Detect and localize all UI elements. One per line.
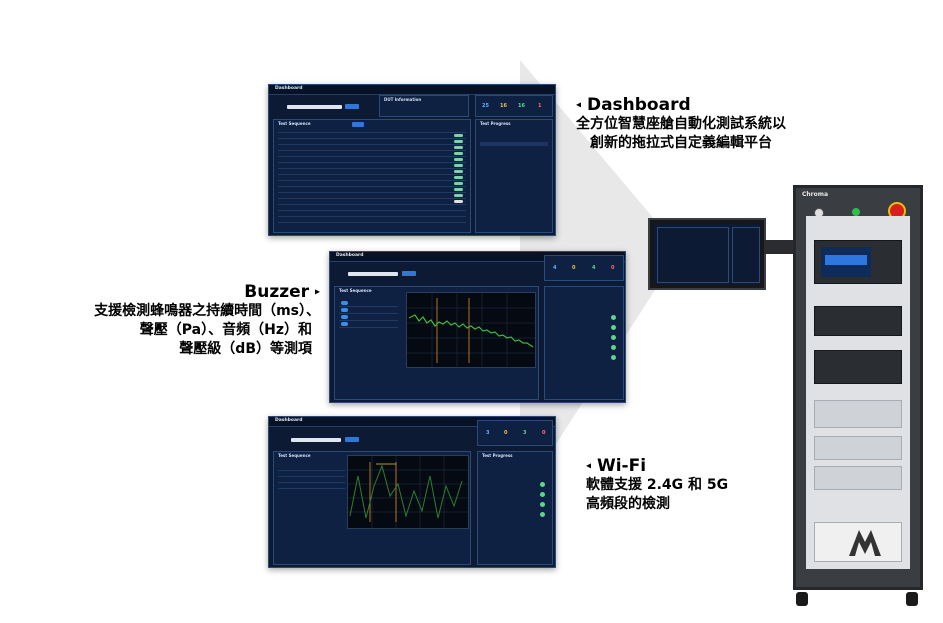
buzzer-waveform-plot — [406, 292, 536, 368]
test-sequence-panel: Test Sequence — [273, 119, 471, 233]
buzzer-caption: Buzzer ▸ 支援檢測蜂鳴器之持續時間（ms）、 聲壓（Pa）、音頻（Hz）… — [8, 282, 320, 359]
dut-info-title: DUT Information — [384, 97, 422, 102]
wifi-caption-label: Wi-Fi — [596, 456, 647, 476]
load-button[interactable] — [345, 104, 359, 109]
buzzer-screenshot: Dashboard 4 0 4 0 Test Sequence — [329, 251, 626, 403]
stat-all: 3 — [486, 430, 490, 436]
test-sequence-title: Test Sequence — [278, 453, 311, 458]
test-progress-title: Test Progress — [480, 121, 511, 126]
test-sequence-title: Test Sequence — [278, 121, 311, 126]
window-title: Dashboard — [275, 418, 303, 423]
stats-panel: 3 0 3 0 — [477, 420, 553, 446]
stat-tested: 0 — [572, 265, 576, 271]
caret-right-icon: ▸ — [314, 286, 320, 298]
window-title: Dashboard — [275, 86, 303, 91]
dashboard-caption: ◂ Dashboard 全方位智慧座艙自動化測試系統以 創新的拖拉式自定義編輯平… — [576, 95, 786, 153]
load-button[interactable] — [402, 271, 416, 276]
test-progress-title: Test Progress — [482, 453, 513, 458]
window-titlebar: Dashboard — [269, 417, 555, 427]
stats-panel: 4 0 4 0 — [544, 255, 624, 281]
rack-wheel-left — [796, 592, 808, 606]
wifi-caption: ◂ Wi-Fi 軟體支援 2.4G 和 5G 高頻段的檢測 — [586, 456, 728, 514]
stat-tested: 0 — [504, 430, 508, 436]
rack-instrument-2 — [814, 350, 902, 384]
dashboard-caption-title: ◂ Dashboard — [576, 95, 786, 115]
rack-brand-label: Chroma — [802, 191, 829, 198]
wifi-caption-line1: 軟體支援 2.4G 和 5G — [586, 477, 729, 493]
run-button[interactable] — [352, 122, 364, 127]
window-titlebar: Dashboard — [269, 85, 555, 95]
stat-pass: 16 — [518, 103, 525, 109]
rack-instrument-1 — [814, 306, 902, 336]
stat-fail: 0 — [542, 430, 546, 436]
power-supply — [814, 436, 902, 460]
rack-wheel-right — [906, 592, 918, 606]
rack-logo-panel — [814, 522, 902, 562]
caret-left-icon: ◂ — [576, 99, 582, 111]
wifi-caption-line2: 高頻段的檢測 — [586, 496, 670, 512]
status-light — [852, 208, 860, 216]
side-monitor — [648, 218, 766, 290]
stat-all: 25 — [482, 103, 489, 109]
test-progress-panel — [544, 286, 624, 400]
wifi-spectrum-plot — [347, 455, 469, 529]
buzzer-caption-label: Buzzer — [244, 282, 310, 302]
recipe-field[interactable] — [287, 105, 342, 109]
stat-fail: 0 — [611, 265, 615, 271]
oscilloscope — [814, 240, 902, 284]
test-progress-panel: Test Progress — [477, 451, 553, 565]
window-titlebar: Dashboard — [330, 252, 625, 262]
caret-left-icon: ◂ — [586, 460, 592, 472]
stat-pass: 3 — [523, 430, 527, 436]
load-button[interactable] — [345, 437, 359, 442]
stat-tested: 16 — [500, 103, 507, 109]
signal-generator — [814, 400, 902, 428]
stat-all: 4 — [553, 265, 557, 271]
monitor-arm — [764, 240, 796, 254]
recipe-field[interactable] — [291, 438, 341, 442]
buzzer-caption-title: Buzzer ▸ — [8, 282, 320, 302]
stats-panel: 25 16 16 1 — [475, 95, 553, 117]
multimeter — [814, 466, 902, 490]
dut-info-panel: DUT Information — [379, 95, 469, 117]
wifi-caption-title: ◂ Wi-Fi — [586, 456, 728, 476]
chroma-logo-icon — [849, 530, 881, 556]
window-title: Dashboard — [336, 253, 364, 258]
test-rack: Chroma — [793, 185, 923, 590]
dashboard-screenshot: Dashboard DUT Information 25 16 16 1 Tes… — [268, 84, 556, 236]
buzzer-caption-line1: 支援檢測蜂鳴器之持續時間（ms）、 — [94, 303, 320, 319]
test-progress-panel: Test Progress — [475, 119, 553, 233]
dashboard-caption-label: Dashboard — [586, 95, 691, 115]
dashboard-caption-line1: 全方位智慧座艙自動化測試系統以 — [576, 116, 786, 132]
stat-pass: 4 — [592, 265, 596, 271]
recipe-field[interactable] — [348, 272, 398, 276]
wifi-screenshot: Dashboard 3 0 3 0 Test Sequence Test Pro… — [268, 416, 556, 568]
dashboard-caption-line2: 創新的拖拉式自定義編輯平台 — [590, 135, 772, 151]
buzzer-caption-line3: 聲壓級（dB）等測項 — [179, 341, 312, 357]
stat-fail: 1 — [538, 103, 542, 109]
test-sequence-title: Test Sequence — [339, 288, 372, 293]
buzzer-caption-line2: 聲壓（Pa）、音頻（Hz）和 — [139, 322, 312, 338]
